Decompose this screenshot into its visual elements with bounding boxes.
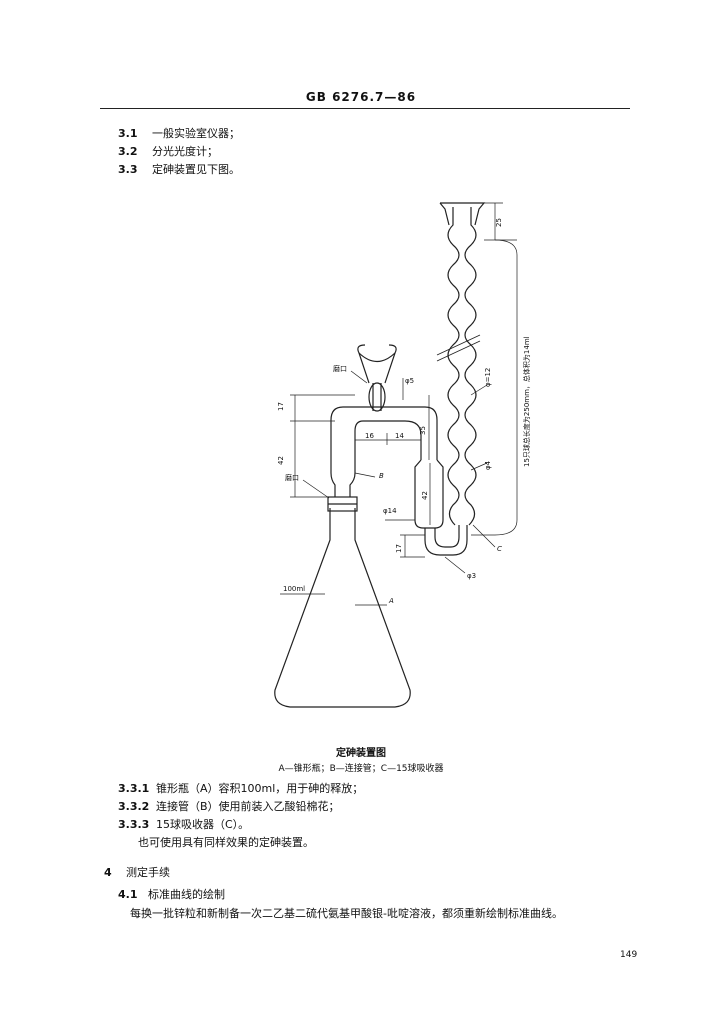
label-dim-25: 25: [495, 218, 503, 227]
ball-absorber-c: [447, 207, 460, 526]
header-rule: [100, 108, 630, 109]
connecting-tube-b: [330, 406, 364, 497]
item-3-3: 3.3 定砷装置见下图。: [118, 163, 240, 177]
item-number: 3.1: [118, 127, 138, 140]
item-3-3-2: 3.3.2 连接管（B）使用前装入乙酸铅棉花；: [118, 800, 340, 814]
label-volume-mark: 100ml: [283, 585, 305, 593]
item-text: 锥形瓶（A）容积100ml，用于砷的释放；: [156, 782, 364, 795]
item-text: 15球吸收器（C）。: [156, 818, 250, 831]
item-text: 一般实验室仪器；: [152, 127, 240, 140]
stopcock: [368, 382, 386, 412]
section-number: 4: [104, 866, 112, 879]
item-text: 分光光度计；: [152, 145, 218, 158]
note-alternative-apparatus: 也可使用具有同样效果的定砷装置。: [138, 836, 314, 849]
section-4-1-body: 每换一批锌粒和新制备一次二乙基二硫代氨基甲酸银-吡啶溶液，都须重新绘制标准曲线。: [130, 907, 563, 920]
section-title: 测定手续: [126, 866, 170, 879]
item-3-3-1: 3.3.1 锥形瓶（A）容积100ml，用于砷的释放；: [118, 782, 363, 796]
label-phi4: φ4: [484, 460, 492, 470]
label-grind-mouth-bottom: 磨口: [285, 473, 299, 482]
section-number: 4.1: [118, 888, 138, 901]
page-number: 149: [620, 950, 638, 960]
label-phi14: φ14: [383, 507, 397, 515]
item-3-3-3: 3.3.3 15球吸收器（C）。: [118, 818, 249, 832]
label-phi12: φ=12: [484, 368, 492, 387]
label-side-note: 15只球总长度为250mm，总体积为14ml: [522, 336, 531, 467]
item-number: 3.2: [118, 145, 138, 158]
label-dim-35: 35: [419, 426, 427, 435]
label-dim-17-left: 17: [277, 402, 285, 411]
label-dim-42-left: 42: [277, 456, 285, 465]
flask-a-outline: [274, 508, 411, 708]
label-phi3: φ3: [467, 572, 476, 580]
u-bend: [424, 525, 468, 556]
label-dim-17-bottom: 17: [395, 544, 403, 553]
section-4-1-heading: 4.1 标准曲线的绘制: [118, 888, 225, 902]
section-title: 标准曲线的绘制: [148, 888, 225, 901]
label-b: B: [379, 472, 384, 480]
label-a: A: [388, 597, 394, 605]
figure-caption-legend: A—锥形瓶；B—连接管；C—15球吸收器: [278, 764, 444, 774]
label-dim-42-mid: 42: [421, 491, 429, 500]
label-phi5: φ5: [405, 377, 414, 385]
section-4-heading: 4 测定手续: [104, 866, 170, 880]
item-number: 3.3.3: [118, 818, 150, 831]
figure-caption-title: 定砷装置图: [336, 748, 386, 759]
header-standard-code: GB 6276.7—86: [305, 90, 417, 104]
item-text: 定砷装置见下图。: [152, 163, 240, 176]
label-dim-16: 16: [365, 432, 374, 440]
arsenic-apparatus-diagram: 磨口 φ5 17 42 16 14 35 42 B 磨口 φ14 17 φ3 C…: [274, 202, 531, 708]
item-number: 3.3.2: [118, 800, 150, 813]
label-dim-14: 14: [395, 432, 404, 440]
absorber-top-cup: [439, 202, 486, 226]
label-c: C: [497, 545, 502, 553]
label-grind-mouth-top: 磨口: [333, 364, 347, 373]
item-3-2: 3.2 分光光度计；: [118, 145, 218, 159]
item-text: 连接管（B）使用前装入乙酸铅棉花；: [156, 800, 340, 813]
item-number: 3.3.1: [118, 782, 150, 795]
item-3-1: 3.1 一般实验室仪器；: [118, 127, 240, 141]
item-number: 3.3: [118, 163, 138, 176]
